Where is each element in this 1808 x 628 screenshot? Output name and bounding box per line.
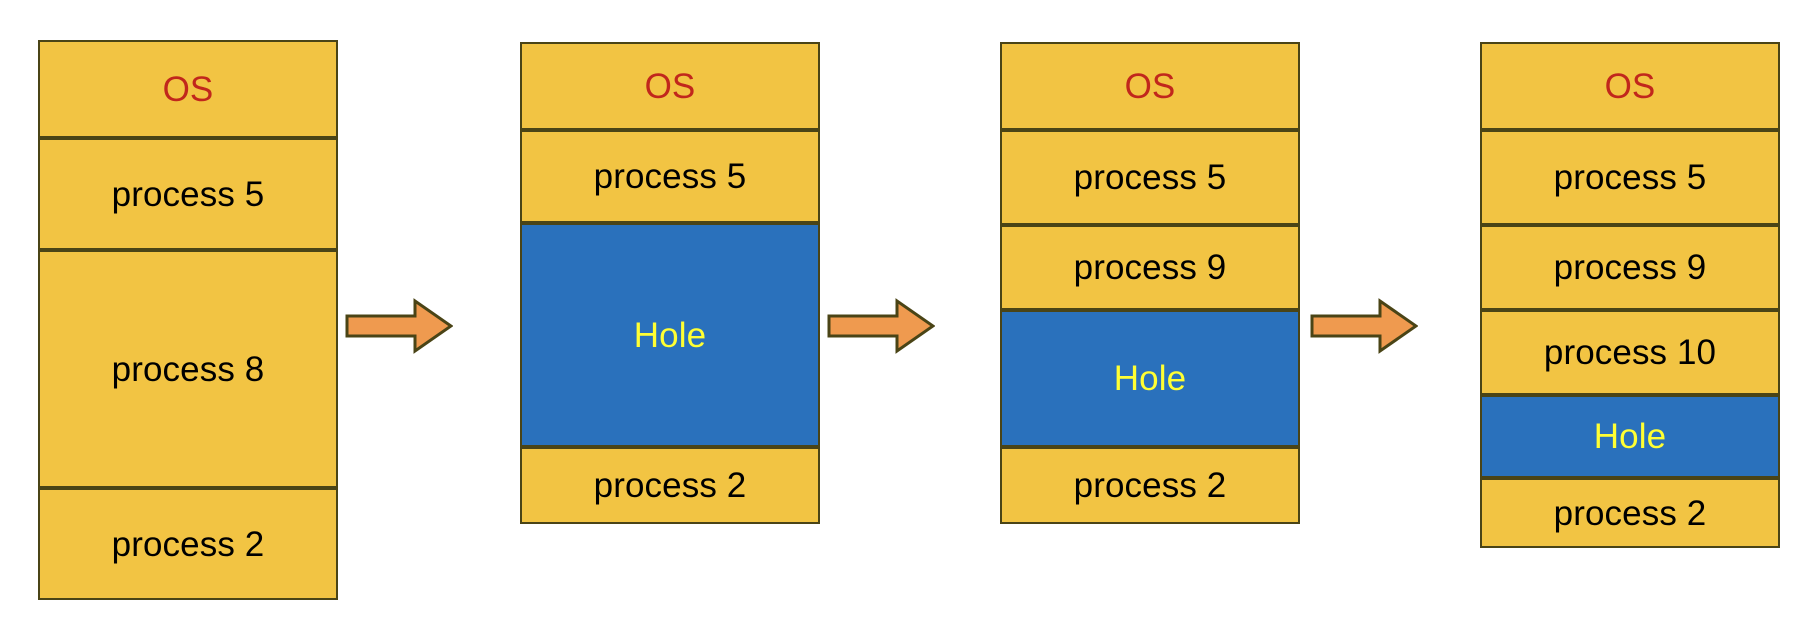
memory-block-process[interactable]: process 9 xyxy=(1000,225,1300,310)
memory-block-os[interactable]: OS xyxy=(520,42,820,130)
memory-state-3: OS process 5 process 9 Hole process 2 xyxy=(1000,0,1300,628)
memory-block-process[interactable]: process 8 xyxy=(38,250,338,488)
memory-block-process[interactable]: process 5 xyxy=(1000,130,1300,225)
memory-block-label: process 10 xyxy=(1543,333,1717,372)
memory-block-os[interactable]: OS xyxy=(38,40,338,138)
memory-block-process[interactable]: process 2 xyxy=(520,447,820,524)
memory-block-label: process 2 xyxy=(1073,466,1227,505)
memory-block-label: OS xyxy=(1124,66,1176,106)
memory-block-process[interactable]: process 9 xyxy=(1480,225,1780,310)
memory-block-label: process 9 xyxy=(1553,248,1707,287)
memory-block-label: OS xyxy=(162,69,214,109)
transition-arrow-1 xyxy=(345,298,453,354)
transition-arrow-2 xyxy=(827,298,935,354)
memory-block-label: process 5 xyxy=(1073,158,1227,197)
memory-block-label: process 5 xyxy=(111,174,265,214)
memory-block-hole[interactable]: Hole xyxy=(1000,310,1300,447)
memory-block-process[interactable]: process 5 xyxy=(520,130,820,223)
memory-block-label: process 5 xyxy=(593,157,747,196)
memory-block-os[interactable]: OS xyxy=(1480,42,1780,130)
memory-state-4: OS process 5 process 9 process 10 Hole proces… xyxy=(1480,0,1780,628)
right-arrow-icon xyxy=(345,298,453,354)
memory-block-label: process 2 xyxy=(1553,493,1707,533)
memory-block-label: Hole xyxy=(633,315,707,355)
memory-block-os[interactable]: OS xyxy=(1000,42,1300,130)
memory-state-2: OS process 5 Hole process 2 xyxy=(520,0,820,628)
memory-block-label: process 2 xyxy=(111,524,265,564)
memory-block-label: process 8 xyxy=(111,349,265,389)
memory-block-process[interactable]: process 5 xyxy=(1480,130,1780,225)
memory-block-process[interactable]: process 2 xyxy=(38,488,338,600)
memory-block-label: Hole xyxy=(1113,359,1187,398)
memory-block-hole[interactable]: Hole xyxy=(520,223,820,447)
right-arrow-icon xyxy=(827,298,935,354)
memory-block-label: OS xyxy=(1604,66,1656,106)
memory-block-label: OS xyxy=(644,66,696,106)
memory-block-process[interactable]: process 10 xyxy=(1480,310,1780,395)
memory-block-label: process 5 xyxy=(1553,158,1707,197)
memory-block-process[interactable]: process 2 xyxy=(1480,478,1780,548)
memory-block-label: process 2 xyxy=(593,466,747,505)
transition-arrow-3 xyxy=(1310,298,1418,354)
memory-block-hole[interactable]: Hole xyxy=(1480,395,1780,478)
memory-block-process[interactable]: process 2 xyxy=(1000,447,1300,524)
memory-state-1: OS process 5 process 8 process 2 xyxy=(38,0,338,628)
memory-block-process[interactable]: process 5 xyxy=(38,138,338,250)
right-arrow-icon xyxy=(1310,298,1418,354)
memory-block-label: process 9 xyxy=(1073,248,1227,287)
memory-block-label: Hole xyxy=(1593,417,1667,456)
